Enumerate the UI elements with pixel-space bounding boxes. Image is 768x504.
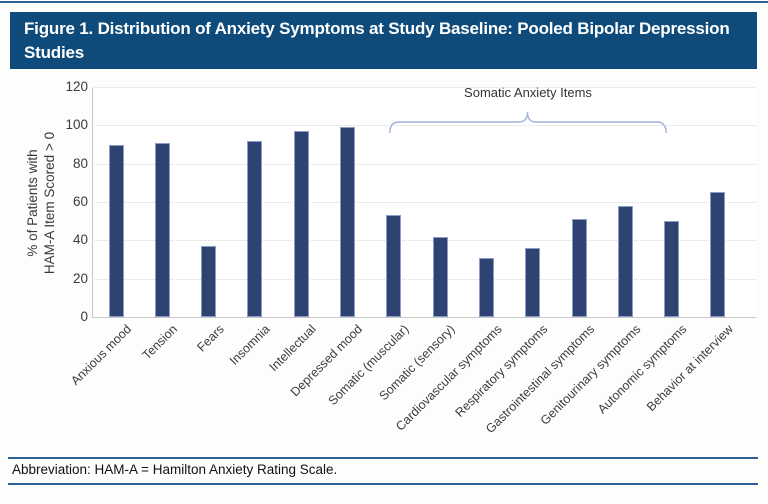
gridline xyxy=(92,202,755,203)
y-axis-tick: 100 xyxy=(65,117,88,133)
gridline xyxy=(92,240,755,242)
x-axis-label: Autonomic symptoms xyxy=(595,322,690,417)
bar xyxy=(432,236,448,317)
gridline xyxy=(92,278,755,280)
y-axis-tick: 20 xyxy=(72,270,88,286)
y-axis-tick: 120 xyxy=(65,79,88,94)
footer-rule-bottom xyxy=(8,483,758,485)
x-axis-label: Anxious mood xyxy=(67,322,134,388)
gridline xyxy=(92,125,755,127)
x-axis-label: Tension xyxy=(139,322,181,363)
bar xyxy=(571,219,587,317)
bar xyxy=(386,215,402,317)
somatic-items-annotation: Somatic Anxiety Items xyxy=(464,85,592,100)
x-axis-label: Somatic (muscular) xyxy=(325,322,412,409)
gridline xyxy=(92,163,755,165)
top-rule xyxy=(0,1,768,3)
bar xyxy=(664,221,680,317)
abbreviation-note: Abbreviation: HAM-A = Hamilton Anxiety R… xyxy=(12,462,338,477)
x-axis-label: Behavior at interview xyxy=(643,322,736,414)
figure-title: Figure 1. Distribution of Anxiety Sympto… xyxy=(10,12,757,69)
bar xyxy=(247,140,263,317)
bar xyxy=(710,192,726,317)
y-axis-tick: 40 xyxy=(72,232,88,248)
y-axis-tick: 60 xyxy=(72,194,88,209)
bar xyxy=(478,257,494,317)
bar xyxy=(293,131,309,317)
bar xyxy=(617,205,633,317)
x-axis-label: Respiratory symptoms xyxy=(452,322,551,420)
y-axis-tick: 80 xyxy=(72,155,88,171)
bar xyxy=(340,127,355,317)
gridline xyxy=(92,87,755,88)
y-axis-tick: 0 xyxy=(80,309,88,324)
footer-rule-top xyxy=(8,457,758,459)
bar xyxy=(525,248,541,317)
x-axis-label: Fears xyxy=(194,322,227,355)
somatic-items-bracket-icon xyxy=(389,111,667,134)
bar xyxy=(201,246,217,317)
x-axis-label: Insomnia xyxy=(227,322,273,368)
bar xyxy=(154,142,170,317)
bar xyxy=(108,144,124,317)
